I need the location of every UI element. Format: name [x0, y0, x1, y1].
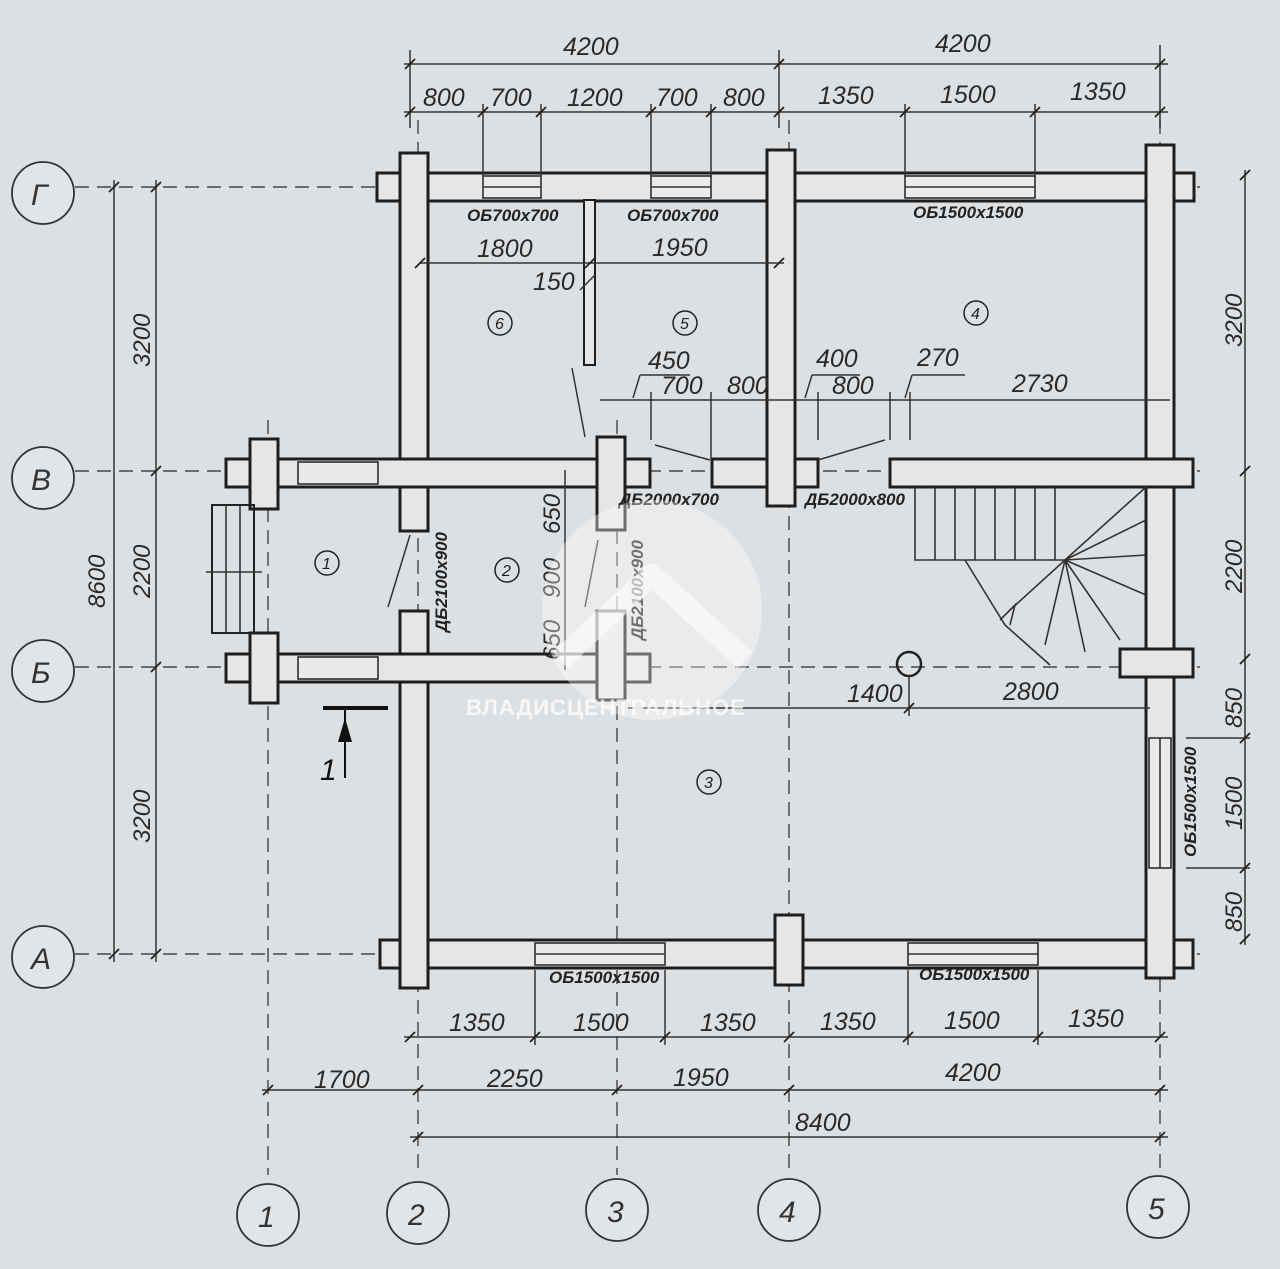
dim-door-upper-2: 400 [816, 345, 858, 373]
dim-interior-2: 2800 [1002, 678, 1059, 706]
dim-door-upper-1: 450 [648, 347, 690, 375]
axis-label-2: 2 [407, 1199, 425, 1232]
walls [224, 143, 1196, 990]
dim-bottom-chain-2: 1500 [573, 1009, 629, 1037]
dim-top-chain-2: 700 [490, 84, 532, 112]
axis-lines-vertical [267, 120, 1161, 1175]
dim-top-chain-7: 1500 [940, 81, 996, 109]
dim-inner-top-2: 1950 [652, 234, 708, 262]
axis-label-3: 3 [607, 1196, 624, 1229]
section-mark [323, 706, 388, 778]
dim-right-chain-4: 1500 [1221, 776, 1248, 830]
dim-bottom-chain-3: 1350 [700, 1009, 756, 1037]
axis-label-v: В [31, 464, 51, 497]
dim-bottom-chain-4: 1350 [820, 1008, 876, 1036]
dim-door-row-3: 800 [832, 372, 874, 400]
dim-right-chain-3: 850 [1221, 687, 1248, 728]
dim-top-chain-6: 1350 [818, 82, 874, 110]
dim-left-total: 8600 [84, 554, 111, 608]
label-window-1500-top: ОБ1500х1500 [913, 203, 1024, 222]
label-window-700-a: ОБ700х700 [467, 206, 559, 225]
dim-left-chain-1: 3200 [129, 313, 156, 367]
label-door-2100x900-a: ДБ2100х900 [432, 532, 451, 634]
porch-steps [206, 504, 262, 634]
axis-bubbles [11, 161, 1190, 1247]
label-door-2000x700: ДБ2000х700 [617, 490, 719, 509]
room-number-4: 4 [971, 306, 980, 323]
label-window-1500-bottom-b: ОБ1500х1500 [919, 965, 1030, 984]
staircase [914, 486, 1147, 666]
label-door-2000x800: ДБ2000х800 [803, 490, 905, 509]
dim-door-upper-3: 270 [916, 344, 959, 372]
room-number-6: 6 [495, 316, 504, 333]
room-number-2: 2 [501, 563, 511, 580]
watermark-logo [542, 500, 762, 720]
dim-door-row-2: 800 [727, 372, 769, 400]
dim-bottom-axes-2: 2250 [486, 1065, 543, 1093]
dim-middle-vertical-2: 900 [539, 557, 566, 598]
dim-middle-vertical-1: 650 [539, 493, 566, 534]
dim-bottom-total: 8400 [795, 1109, 851, 1137]
dim-interior-1: 1400 [847, 680, 903, 708]
dim-top-chain-5: 800 [723, 84, 765, 112]
dim-top-chain-4: 700 [656, 84, 698, 112]
dim-top-chain-8: 1350 [1070, 78, 1126, 106]
axis-label-b: Б [31, 657, 51, 690]
dim-bottom-axes-4: 4200 [945, 1059, 1001, 1087]
dimension-lines [113, 45, 1250, 1138]
dim-top-overall-2: 4200 [935, 30, 991, 58]
axis-label-g: Г [31, 179, 50, 212]
dimension-ticks [108, 58, 1251, 1143]
dim-inner-top-1: 1800 [477, 235, 533, 263]
dim-bottom-axes-3: 1950 [673, 1064, 729, 1092]
dim-bottom-chain-1: 1350 [449, 1009, 505, 1037]
dim-left-chain-3: 3200 [129, 789, 156, 843]
dim-top-overall-1: 4200 [563, 33, 619, 61]
room-number-1: 1 [322, 556, 331, 573]
axis-label-1: 1 [258, 1201, 275, 1234]
dim-right-chain-2: 2200 [1221, 539, 1248, 594]
dim-door-row-1: 700 [661, 372, 703, 400]
dim-top-chain-3: 1200 [567, 84, 623, 112]
dim-bottom-chain-6: 1350 [1068, 1005, 1124, 1033]
dim-left-chain-2: 2200 [129, 544, 156, 599]
watermark-text: ВЛАДИСЦЕНТРАЛЬНОЕ [466, 695, 746, 720]
section-mark-label: 1 [320, 754, 337, 787]
dim-right-chain-5: 850 [1221, 891, 1248, 932]
axis-label-4: 4 [779, 1196, 796, 1229]
label-window-1500-bottom-a: ОБ1500х1500 [549, 968, 660, 987]
axis-label-a: А [29, 943, 51, 976]
room-number-5: 5 [680, 316, 689, 333]
room-markers [314, 300, 989, 795]
dim-top-chain-1: 800 [423, 84, 465, 112]
room-number-3: 3 [704, 775, 713, 792]
dim-partition: 150 [533, 268, 575, 296]
label-window-1500-right: ОБ1500х1500 [1181, 746, 1200, 857]
dim-bottom-chain-5: 1500 [944, 1007, 1000, 1035]
label-window-700-b: ОБ700х700 [627, 206, 719, 225]
axis-label-5: 5 [1148, 1193, 1165, 1226]
window-openings [297, 175, 1172, 966]
dim-right-chain-1: 3200 [1221, 293, 1248, 347]
dim-door-row-4: 2730 [1011, 370, 1068, 398]
dim-bottom-axes-1: 1700 [314, 1066, 370, 1094]
